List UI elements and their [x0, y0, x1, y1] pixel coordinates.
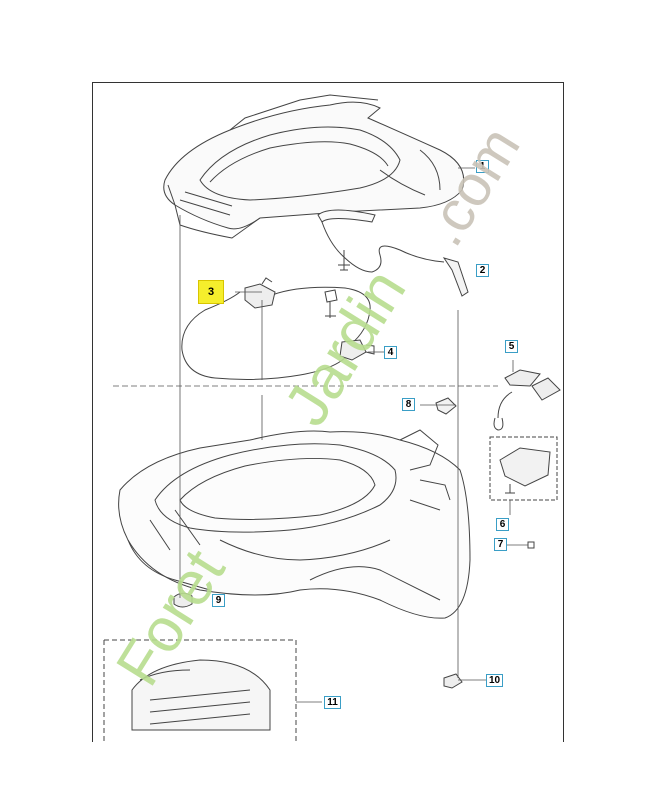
callout-5: 5 [505, 340, 518, 353]
clip-part [435, 397, 457, 415]
callout-8: 8 [402, 398, 415, 411]
callout-10: 10 [486, 674, 503, 687]
chassis-body-part [118, 429, 471, 619]
callout-1: 1 [476, 160, 489, 173]
top-cover-part [163, 94, 465, 239]
nut-part [173, 592, 193, 608]
cable-harness-part [317, 209, 469, 297]
callout-6: 6 [496, 518, 509, 531]
callout-3-highlighted: 3 [198, 280, 224, 304]
callout-9: 9 [212, 594, 225, 607]
fastener-part [443, 673, 463, 689]
lower-body-part [103, 639, 297, 742]
charging-contacts-part [489, 369, 561, 549]
sensor-cable-part [181, 277, 375, 380]
callout-11: 11 [324, 696, 341, 709]
callout-2: 2 [476, 264, 489, 277]
callout-4: 4 [384, 346, 397, 359]
drawing-frame [92, 82, 564, 742]
callout-7: 7 [494, 538, 507, 551]
leader-lines [113, 167, 528, 703]
